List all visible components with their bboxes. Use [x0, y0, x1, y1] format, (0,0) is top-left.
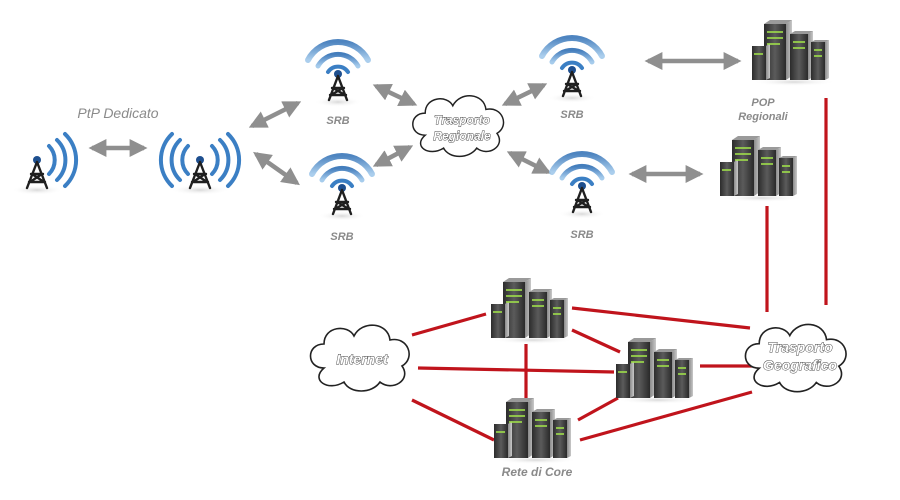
transport-arrows [88, 52, 742, 186]
label-regionali: Regionali [738, 111, 788, 123]
link-internet-core-mid [417, 366, 615, 374]
arrow-hub-srb-bottom [253, 151, 300, 186]
radio-tower-icon [312, 156, 372, 221]
label-trasporto-regionale-2: Regionale [433, 129, 491, 143]
server-rack-icon [615, 337, 701, 405]
radio-tower-icon [308, 42, 368, 107]
server-rack-icon [751, 19, 837, 87]
radio-tower-icon [9, 132, 79, 197]
radio-tower-icon [158, 132, 242, 197]
arrow-srb-bottom-cloud [372, 145, 414, 167]
label-srb: SRB [330, 231, 353, 243]
link-core-top-mid [571, 328, 621, 354]
label-srb: SRB [570, 229, 593, 241]
server-rack-icon [493, 397, 579, 465]
core-links [411, 98, 828, 442]
server-rack-icon [719, 135, 805, 203]
label-srb: SRB [326, 115, 349, 127]
arrow-cloud-srb-right-top [501, 82, 548, 107]
link-internet-core-bottom [411, 398, 495, 442]
link-core-bottom-geo [579, 390, 753, 442]
link-internet-core-top [411, 312, 487, 337]
arrow-cloud-srb-right-bottom [506, 150, 552, 175]
label-trasporto-geografico-2: Geografico [763, 357, 837, 373]
label-srb: SRB [560, 109, 583, 121]
server-rack-icon [490, 277, 576, 345]
label-trasporto-geografico-1: Trasporto [767, 339, 833, 355]
label-rete-di-core: Rete di Core [502, 465, 573, 479]
radio-tower-icon [552, 154, 612, 219]
label-internet: Internet [336, 351, 389, 367]
arrow-hub-srb-top [248, 100, 302, 129]
link-core-mid-bottom [577, 396, 619, 422]
label-pop: POP [751, 97, 775, 109]
link-core-top-geo [571, 306, 751, 330]
radio-tower-icon [542, 38, 602, 103]
arrow-srb-top-cloud [372, 83, 418, 107]
label-trasporto-regionale-1: Trasporto [434, 113, 490, 127]
label-ptp-dedicato: PtP Dedicato [77, 105, 158, 121]
